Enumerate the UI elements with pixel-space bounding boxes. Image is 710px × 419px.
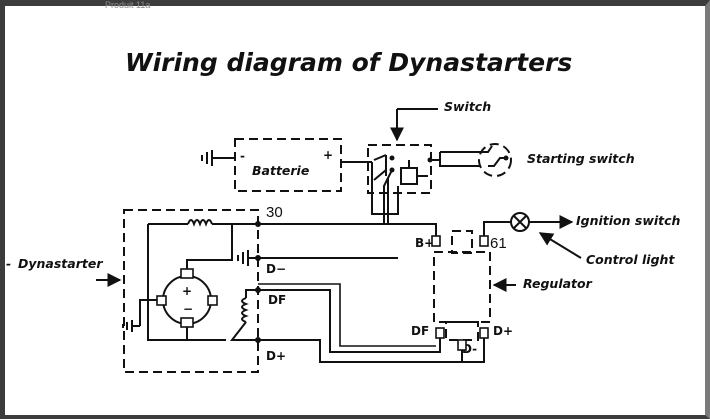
starting-switch-label: Starting switch [527,151,635,166]
wire-30-to-switch-contact [383,169,393,224]
battery-label: Batterie [252,163,309,178]
battery-plus-sign: + [323,148,333,162]
control-light-label: Control light [586,252,675,267]
regulator-b-plus-label: B+ [415,236,434,250]
armature-top-lead [186,224,233,269]
shunt-field-coil [241,297,249,323]
starting-switch: Starting switch [478,143,635,177]
shunt-coil-top-lead [245,289,258,298]
wire-df-parallel [258,283,436,347]
switch-assembly: Switch [367,99,491,194]
regulator-label: Regulator [523,276,593,291]
terminal-30-label: 30 [266,204,283,221]
wire-df [258,289,441,353]
brush-left [156,295,167,306]
brush-top [180,268,194,279]
switch-label: Switch [444,99,491,114]
interconnect-wires [258,162,485,363]
dynastarter: - Dynastarter + − [6,209,259,373]
switch-to-starting-wire-2 [439,152,480,167]
regulator-61-label: 61 [490,235,507,252]
field-wire-left-loop [147,224,226,341]
shunt-coil-bottom-lead [229,321,258,341]
switch-box [367,144,432,194]
switch-to-starting-wire [431,151,480,161]
d-minus-ground-symbol [237,250,249,266]
brush-bottom [180,317,194,328]
terminal-df-label: DF [268,293,286,307]
control-light-arrow [538,232,582,259]
battery-ground-symbol [201,150,213,166]
control-light-to-61-wire [483,221,511,236]
armature-left-lead [139,299,157,326]
dynastarter-internal-ground [122,320,140,332]
brush-right [207,295,218,306]
series-field-coil [187,219,213,227]
terminal-d-minus-label: D− [266,262,286,276]
battery: Batterie - + [201,138,372,192]
regulator-bottom-tab [445,321,479,341]
regulator-df-label: DF [411,324,429,338]
cropped-header-text: Produit 11a [105,0,151,10]
regulator: Regulator B+ 61 DF D+ D- [411,230,593,356]
battery-box [234,138,342,192]
brush-plus-sign: + [182,284,192,298]
starting-switch-circle [478,143,512,177]
ignition-switch-label: Ignition switch [576,213,681,228]
dynastarter-label: Dynastarter [18,256,103,271]
regulator-top-tab [451,230,473,254]
dynastarter-prefix: - [6,256,11,271]
terminal-d-plus-label: D+ [266,349,286,363]
wire-battery-to-switch [371,162,399,215]
control-light: Ignition switch Control light [483,212,681,267]
brush-minus-sign: − [183,302,193,316]
switch-relay-coil [400,167,418,185]
switch-contacts [373,154,387,181]
switch-coil-leads [408,160,428,177]
battery-minus-sign: - [240,149,245,163]
wire-d-plus [258,338,485,363]
control-light-cross [513,215,527,229]
starting-switch-contacts [480,145,506,167]
regulator-box [433,251,491,323]
diagram-title: Wiring diagram of Dynastarters [125,48,572,77]
regulator-d-plus-label: D+ [493,324,513,338]
wire-30-to-b-plus [258,223,437,236]
